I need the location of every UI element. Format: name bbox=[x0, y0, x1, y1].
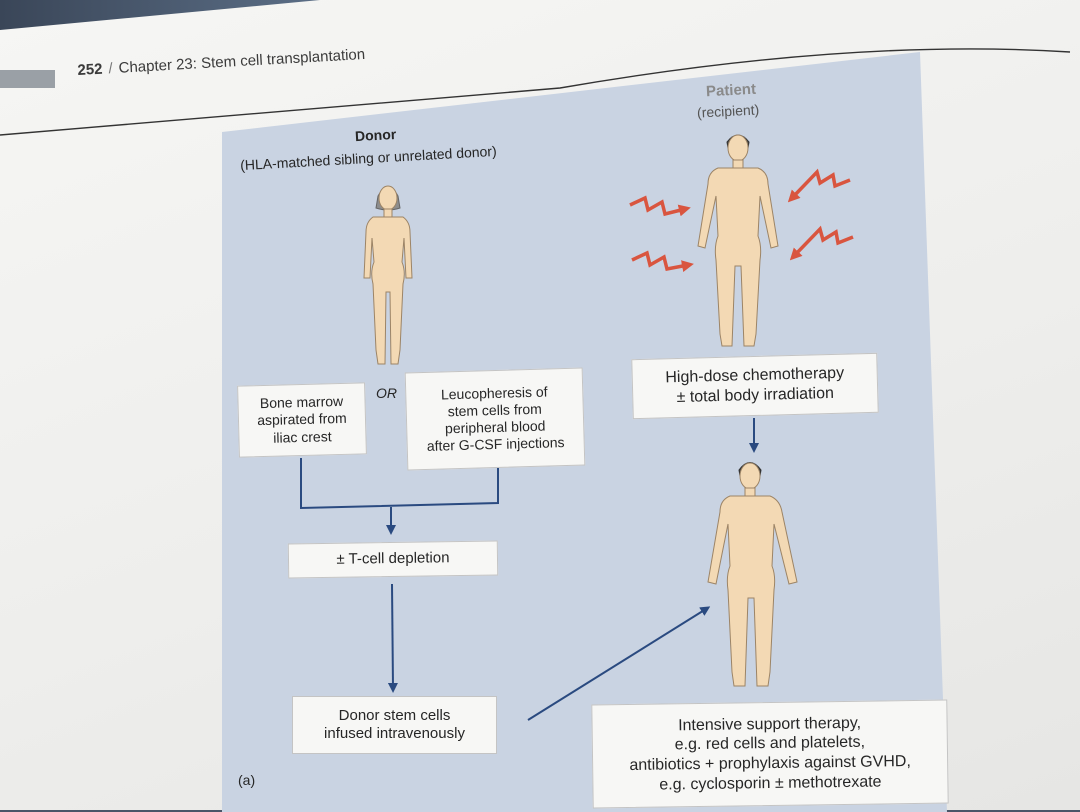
or-label: OR bbox=[376, 385, 397, 402]
bone-marrow-box: Bone marrow aspirated from iliac crest bbox=[237, 382, 367, 457]
patient-treated-body-icon bbox=[708, 463, 797, 687]
leucopheresis-box: Leucopheresis of stem cells from periphe… bbox=[405, 368, 586, 471]
panel-label: (a) bbox=[238, 772, 255, 789]
donor-infusion-box: Donor stem cells infused intravenously bbox=[292, 696, 497, 754]
support-therapy-box: Intensive support therapy, e.g. red cell… bbox=[591, 700, 948, 809]
donor-body-icon bbox=[364, 186, 412, 364]
chemotherapy-box: High-dose chemotherapy ± total body irra… bbox=[631, 353, 878, 419]
tcell-depletion-box: ± T-cell depletion bbox=[288, 541, 498, 579]
patient-body-icon bbox=[698, 135, 778, 346]
